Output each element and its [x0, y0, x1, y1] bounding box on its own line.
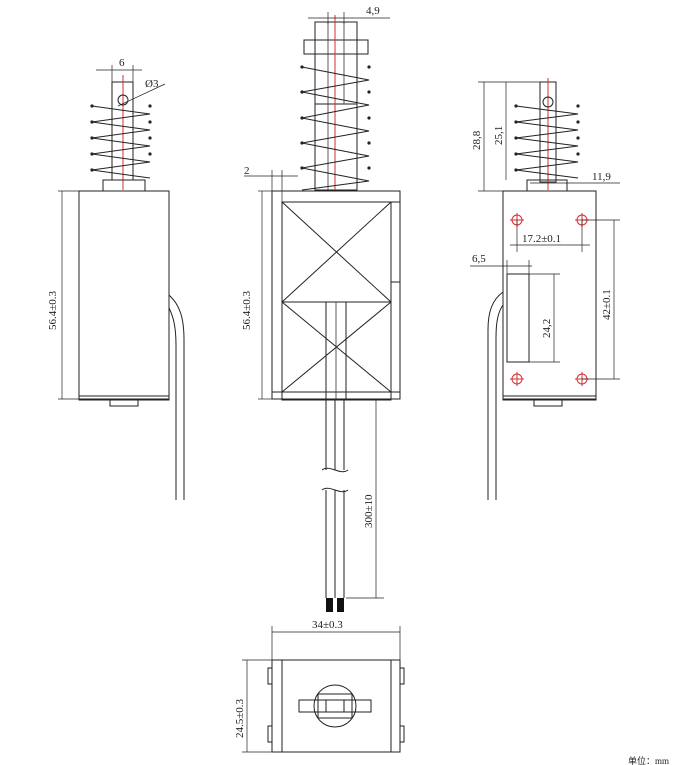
left-lead-wire-outer	[168, 294, 185, 500]
front-plunger	[314, 103, 358, 191]
right-spring-label: 25,1	[493, 126, 505, 145]
right-side-view: 28,8 25,1 11,9 17.2±0.1 6,5 24,2 42±0.1	[470, 78, 620, 500]
front-coil-frame	[281, 201, 392, 393]
bottom-body	[271, 659, 401, 753]
right-tab-offset-label: 6,5	[472, 253, 486, 265]
front-lead-length-label: 300±10	[363, 494, 375, 528]
right-spring	[515, 105, 579, 179]
front-spring-dots	[300, 65, 371, 170]
front-lead-wires	[321, 400, 349, 612]
right-body	[502, 190, 597, 400]
right-lead-wire-inner	[495, 304, 504, 500]
bottom-view: 34±0.3 24.5±0.3	[234, 619, 405, 753]
left-collar	[102, 179, 146, 192]
right-spring-dots	[514, 104, 580, 172]
right-total-label: 28,8	[471, 130, 483, 150]
right-hole-span-x-label: 17.2±0.1	[522, 233, 561, 245]
left-body	[78, 190, 170, 400]
right-plunger-offset-label: 11,9	[592, 171, 611, 183]
left-side-view: 56.4±0.3 6 Ø3	[47, 57, 185, 500]
left-pin-hole	[117, 94, 129, 106]
left-lead-wire-inner	[168, 307, 177, 500]
right-lead-wire-outer	[487, 291, 504, 500]
front-wall-label: 2	[244, 165, 250, 177]
front-spring	[301, 66, 370, 191]
left-spring-dots	[90, 104, 152, 172]
front-top-width-label: 4,9	[366, 5, 380, 17]
left-bottom-stub	[109, 399, 139, 407]
bottom-slot	[298, 699, 372, 713]
front-view: 56.4±0.3 2 4,9 300±10	[241, 5, 401, 612]
left-height-label: 56.4±0.3	[47, 290, 59, 330]
front-top-bracket	[303, 39, 369, 55]
front-plunger-head	[314, 21, 358, 105]
units-note: 单位：mm	[628, 755, 669, 765]
bottom-plunger-circle	[313, 684, 357, 728]
left-hole-dia-label: Ø3	[145, 78, 159, 90]
front-height-label: 56.4±0.3	[241, 290, 253, 330]
bottom-width-label: 34±0.3	[312, 619, 343, 631]
left-spring	[91, 105, 151, 179]
right-pin-hole	[542, 96, 554, 108]
right-tab-height-label: 24,2	[541, 319, 553, 338]
bottom-depth-label: 24.5±0.3	[234, 698, 246, 738]
right-hole-span-y-label: 42±0.1	[601, 289, 613, 320]
left-pin-width-label: 6	[119, 57, 125, 69]
right-tab	[506, 273, 530, 363]
